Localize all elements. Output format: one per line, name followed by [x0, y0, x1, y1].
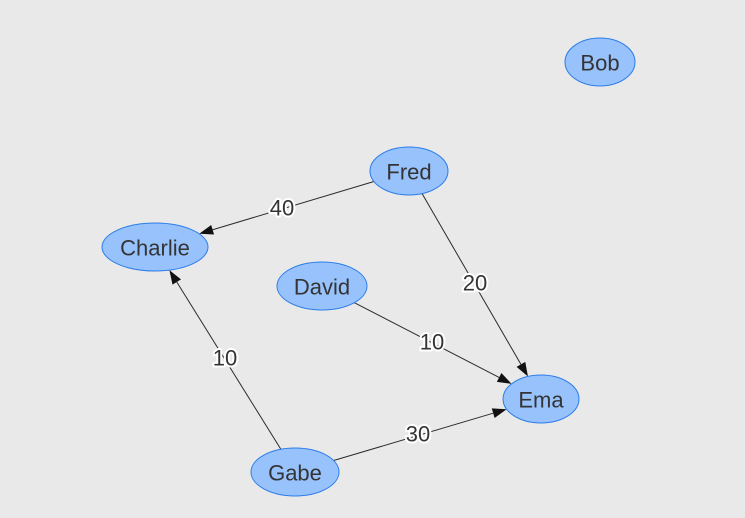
edge-arrowhead [496, 372, 512, 384]
edge-gabe-charlie[interactable]: 10 [169, 270, 282, 450]
node-ellipse[interactable] [564, 37, 636, 87]
node-label: Bob [580, 51, 619, 76]
node-ellipse[interactable] [250, 447, 340, 497]
node-label: Charlie [120, 236, 190, 261]
edge-david-ema[interactable]: 10 [354, 302, 512, 384]
edge-weight-label: 10 [420, 330, 444, 355]
node-label: David [294, 275, 350, 300]
node-label: Ema [518, 388, 564, 413]
edge-line[interactable] [421, 193, 522, 365]
edge-weight-label: 30 [406, 422, 430, 447]
node-label: Gabe [268, 461, 322, 486]
edge-line[interactable] [176, 281, 282, 450]
edge-arrowhead [491, 408, 507, 418]
edge-line[interactable] [212, 181, 375, 231]
node-ellipse[interactable] [101, 222, 209, 272]
node-charlie[interactable]: Charlie [101, 222, 209, 272]
edge-weight-label: 20 [463, 271, 487, 296]
edge-arrowhead [516, 361, 528, 377]
edge-arrowhead [169, 270, 182, 285]
node-gabe[interactable]: Gabe [250, 447, 340, 497]
edge-fred-charlie[interactable]: 40 [199, 181, 375, 235]
node-ellipse[interactable] [276, 261, 368, 311]
edge-weight-label: 40 [270, 196, 294, 221]
node-bob[interactable]: Bob [564, 37, 636, 87]
node-david[interactable]: David [276, 261, 368, 311]
node-ema[interactable]: Ema [502, 374, 580, 424]
node-ellipse[interactable] [502, 374, 580, 424]
node-fred[interactable]: Fred [369, 146, 449, 196]
node-ellipse[interactable] [369, 146, 449, 196]
edge-gabe-ema[interactable]: 30 [333, 408, 507, 462]
edge-weight-label: 10 [213, 346, 237, 371]
node-label: Fred [386, 160, 431, 185]
edge-line[interactable] [333, 412, 494, 462]
edge-arrowhead [199, 224, 215, 235]
edge-line[interactable] [354, 302, 500, 378]
edges-layer: 40 20 10 10 30 [169, 181, 528, 462]
edge-fred-ema[interactable]: 20 [421, 193, 528, 377]
